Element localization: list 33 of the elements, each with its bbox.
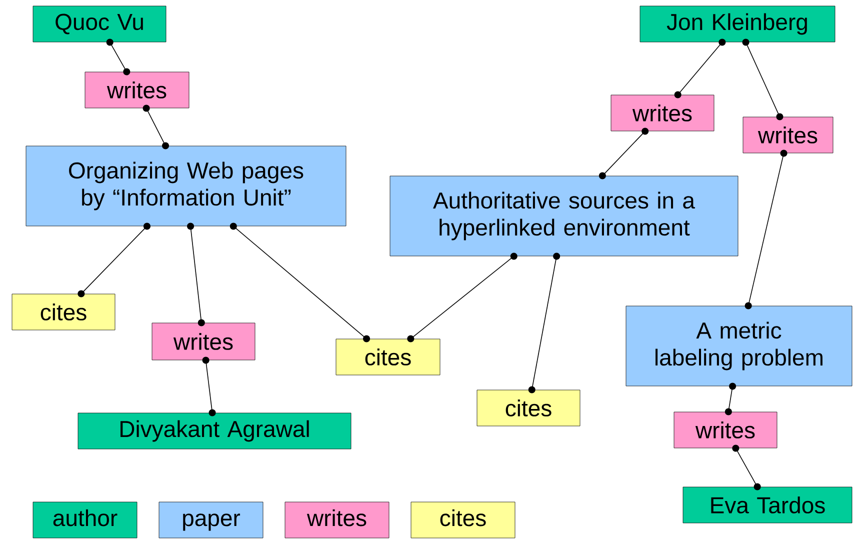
paper-box: A metric labeling problem xyxy=(626,306,852,386)
connector xyxy=(230,222,370,342)
legend-item: writes xyxy=(284,502,390,538)
connector xyxy=(742,38,784,120)
relation-box: writes xyxy=(610,94,714,132)
connector xyxy=(78,222,150,298)
paper-box: Authoritative sources in a hyperlinked environment xyxy=(390,176,738,256)
connector xyxy=(528,252,560,394)
author-box: Eva Tardos xyxy=(682,486,852,524)
author-box: Quoc Vu xyxy=(32,6,166,42)
paper-box: Organizing Web pages by “Information Unit” xyxy=(26,146,346,226)
relation-box: writes xyxy=(742,116,834,154)
relation-box: cites xyxy=(476,390,580,426)
relation-box: cites xyxy=(336,338,440,376)
relation-box: cites xyxy=(12,294,116,330)
connector xyxy=(732,444,761,490)
legend-item: cites xyxy=(410,502,516,538)
relation-box: writes xyxy=(84,72,190,108)
legend-item: author xyxy=(32,502,138,538)
connector xyxy=(724,382,736,416)
connector xyxy=(106,38,130,76)
connector xyxy=(598,128,649,180)
author-box: Divyakant Agrawal xyxy=(78,412,352,450)
connector xyxy=(202,356,216,416)
connector xyxy=(744,150,788,310)
relation-box: writes xyxy=(674,412,778,448)
legend-item: paper xyxy=(158,502,264,538)
connector xyxy=(142,104,169,150)
author-box: Jon Kleinberg xyxy=(640,6,836,42)
connector xyxy=(674,38,726,98)
connector xyxy=(407,252,518,342)
relation-box: writes xyxy=(152,322,256,360)
connector xyxy=(187,222,205,326)
